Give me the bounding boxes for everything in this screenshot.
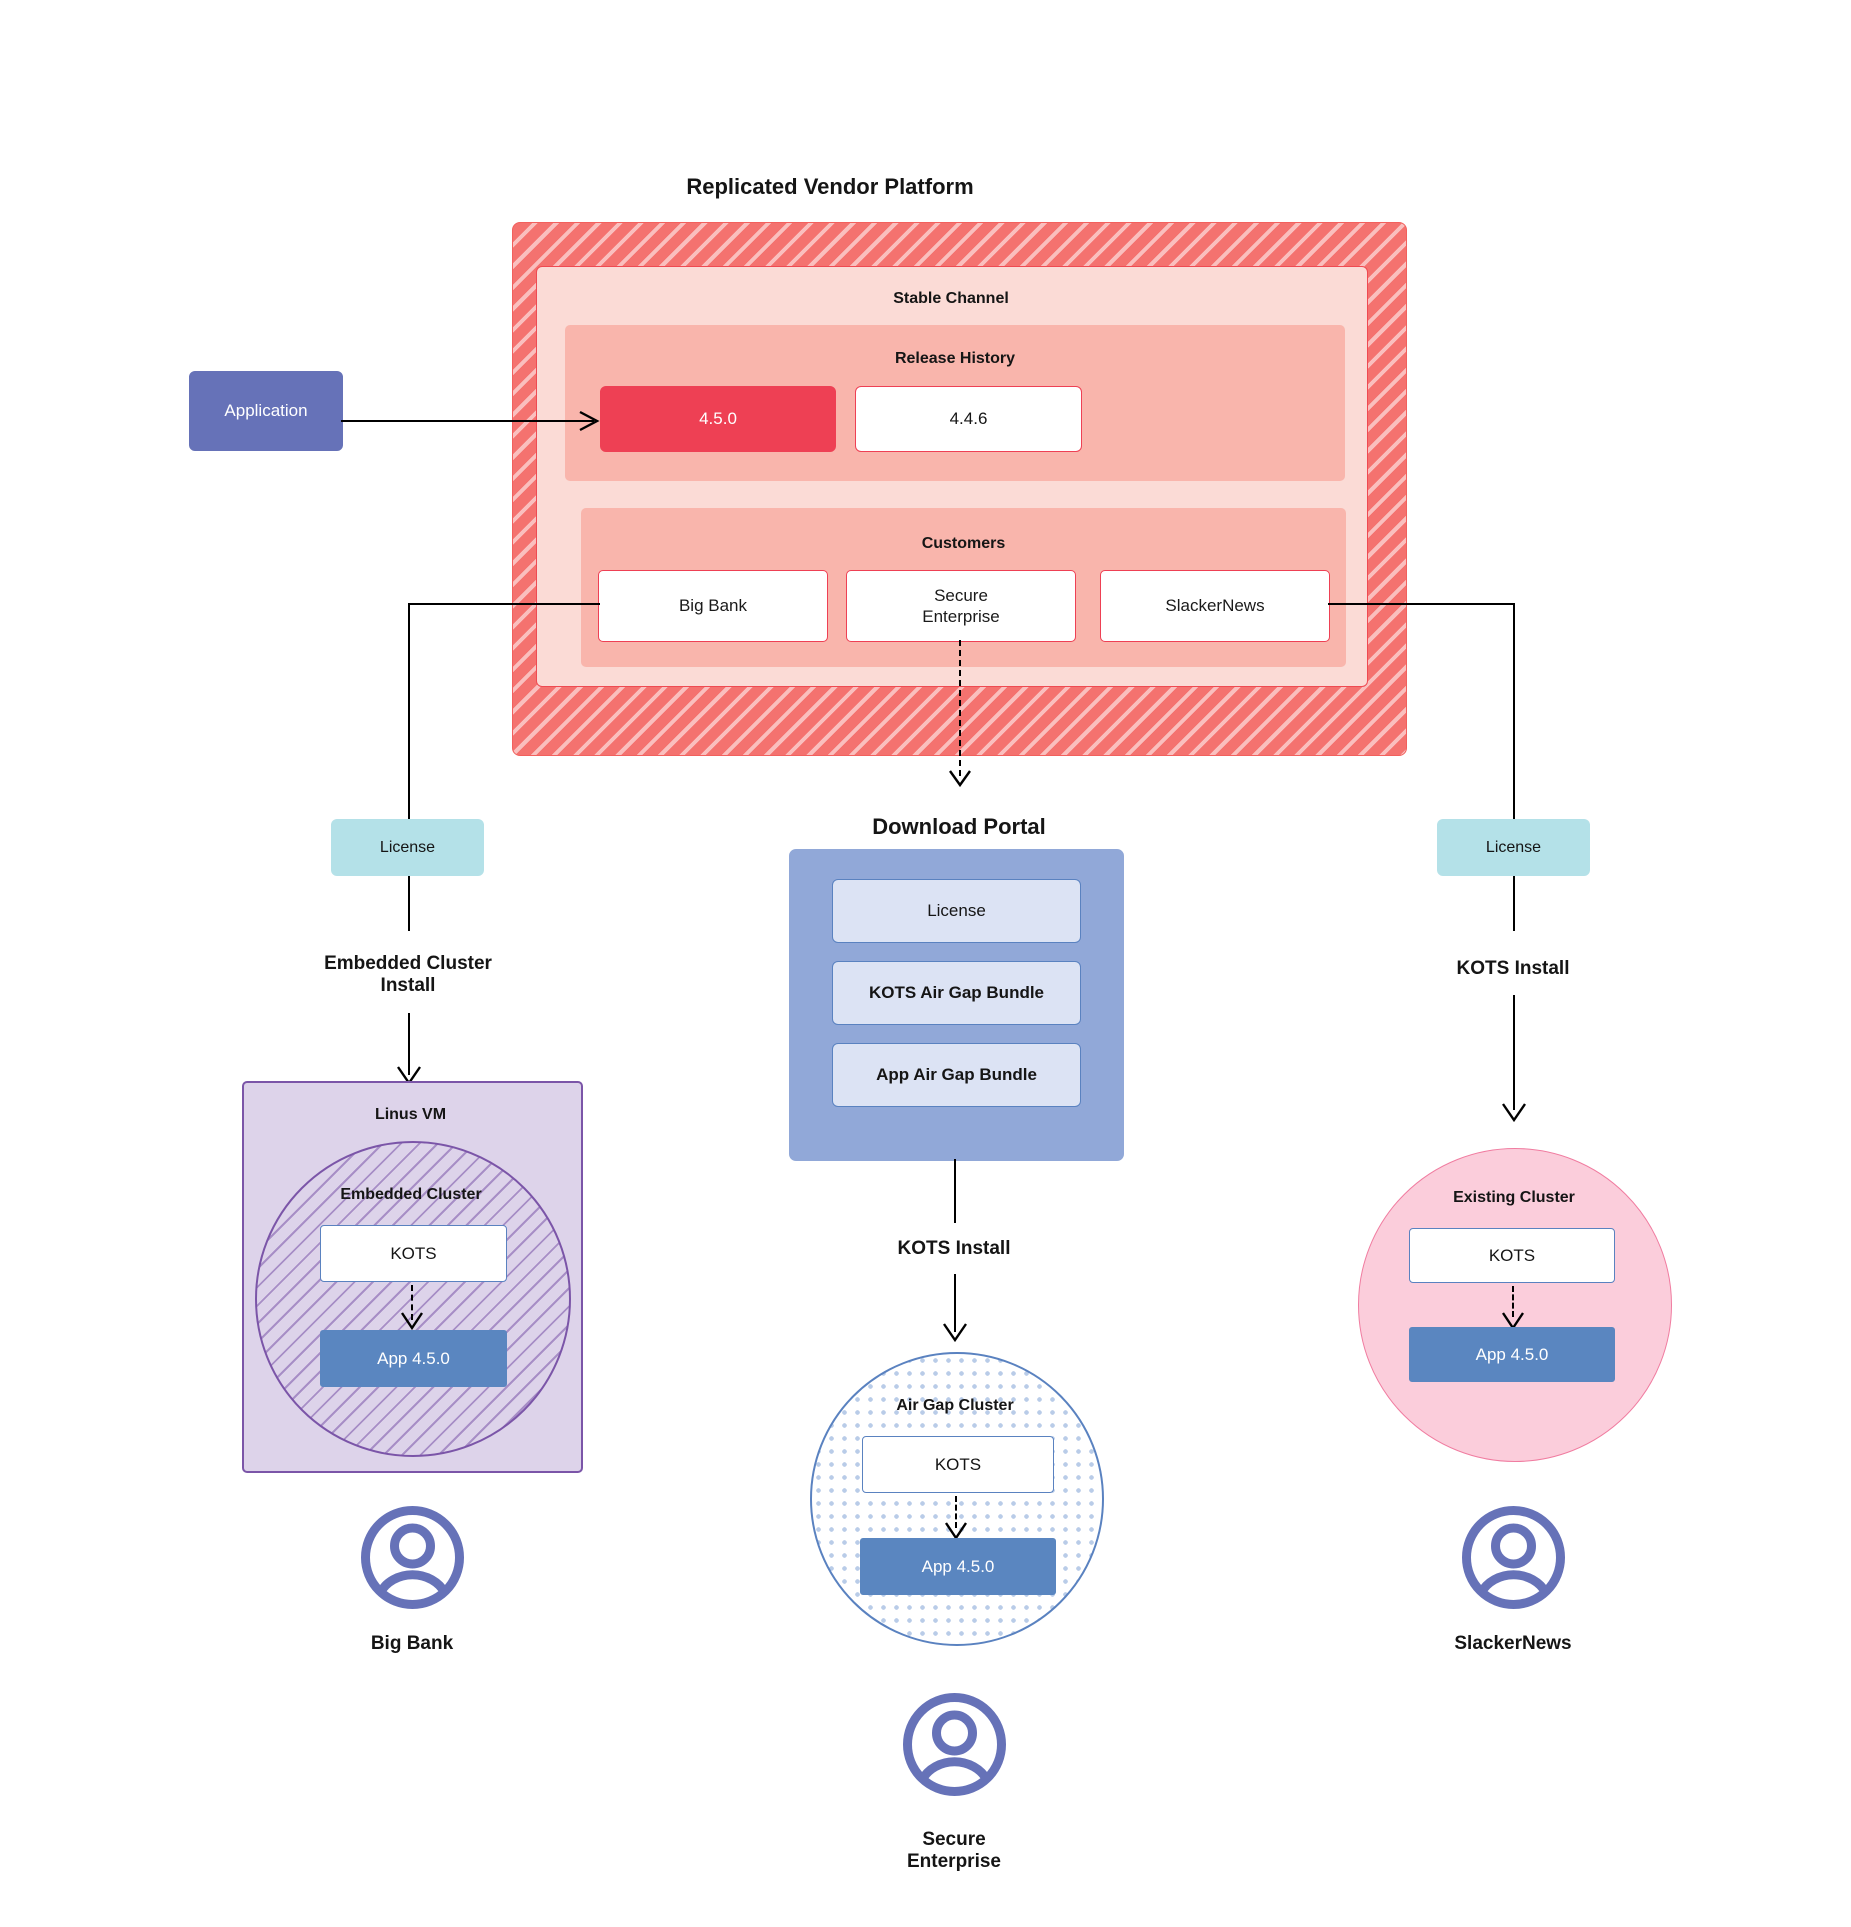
app-box-left[interactable]: App 4.5.0 [320,1330,507,1387]
release-history-title: Release History [894,350,1016,367]
connector-secure-enterprise-dashed [959,640,961,776]
customer-label-secure-enterprise-line2: Enterprise [907,1851,1001,1872]
install-label-right: KOTS Install [1456,958,1570,979]
connector-right-license-to-install [1513,876,1515,931]
install-label-left-line2: Install [380,975,436,996]
app-box-center[interactable]: App 4.5.0 [860,1538,1056,1595]
stable-channel-title: Stable Channel [893,290,1009,307]
avatar-slackernews [1461,1505,1566,1610]
arrowhead-secure-enterprise-dashed [949,770,971,788]
customer-chip-secure-enterprise-line2: Enterprise [922,607,1000,626]
connector-install-to-airgap [954,1274,956,1332]
app-box-right[interactable]: App 4.5.0 [1409,1327,1615,1382]
connector-left-install-to-vm [408,1013,410,1075]
embedded-cluster-title: Embedded Cluster [340,1186,482,1203]
portal-item-kots-air-gap-bundle[interactable]: KOTS Air Gap Bundle [832,961,1081,1025]
existing-cluster-circle [1358,1148,1672,1462]
customer-chip-big-bank[interactable]: Big Bank [598,570,828,642]
kots-box-center[interactable]: KOTS [862,1436,1054,1493]
customer-label-big-bank: Big Bank [370,1633,454,1654]
connector-portal-to-install [954,1159,956,1223]
download-portal-title: Download Portal [872,814,1046,839]
connector-slackernews-horizontal [1328,603,1515,605]
install-label-left-line1: Embedded Cluster [324,953,492,974]
arrowhead-application-to-release [579,410,600,432]
diagram-title: Replicated Vendor Platform [686,174,974,199]
air-gap-cluster-circle [810,1352,1104,1646]
connector-left-kots-to-app [411,1285,413,1320]
kots-box-right[interactable]: KOTS [1409,1228,1615,1283]
connector-right-kots-to-app [1512,1286,1514,1317]
connector-application-to-release [341,420,594,422]
customers-title: Customers [921,535,1006,552]
air-gap-cluster-title: Air Gap Cluster [896,1397,1014,1414]
application-box[interactable]: Application [189,371,343,451]
connector-slackernews-vertical [1513,603,1515,819]
portal-item-license[interactable]: License [832,879,1081,943]
avatar-big-bank [360,1505,465,1610]
customer-chip-slackernews[interactable]: SlackerNews [1100,570,1330,642]
release-chip-previous[interactable]: 4.4.6 [855,386,1082,452]
connector-left-license-to-install [408,876,410,931]
arrowhead-install-to-airgap [943,1323,967,1343]
customer-chip-secure-enterprise-line1: Secure [934,585,988,605]
release-chip-current[interactable]: 4.5.0 [600,386,836,452]
kots-box-left[interactable]: KOTS [320,1225,507,1282]
connector-bigbank-vertical [408,603,410,819]
license-chip-right[interactable]: License [1437,819,1590,876]
existing-cluster-title: Existing Cluster [1453,1189,1575,1206]
portal-item-app-air-gap-bundle[interactable]: App Air Gap Bundle [832,1043,1081,1107]
install-label-center: KOTS Install [897,1238,1011,1259]
customer-label-secure-enterprise-line1: Secure [922,1829,986,1850]
arrowhead-right-install-to-cluster [1502,1103,1526,1123]
embedded-cluster-circle [255,1141,571,1457]
arrowhead-left-kots-to-app [401,1312,423,1331]
linux-vm-title: Linus VM [374,1106,447,1123]
customer-label-slackernews: SlackerNews [1454,1633,1572,1654]
connector-bigbank-horizontal [408,603,600,605]
customer-label-secure-enterprise: Secure Enterprise [834,1820,1074,1882]
license-chip-left[interactable]: License [331,819,484,876]
install-label-left: Embedded Cluster Install [288,945,528,1005]
avatar-secure-enterprise [902,1692,1007,1797]
connector-right-install-to-cluster [1513,995,1515,1110]
connector-center-kots-to-app [955,1496,957,1528]
customer-chip-secure-enterprise[interactable]: Secure Enterprise [846,570,1076,642]
